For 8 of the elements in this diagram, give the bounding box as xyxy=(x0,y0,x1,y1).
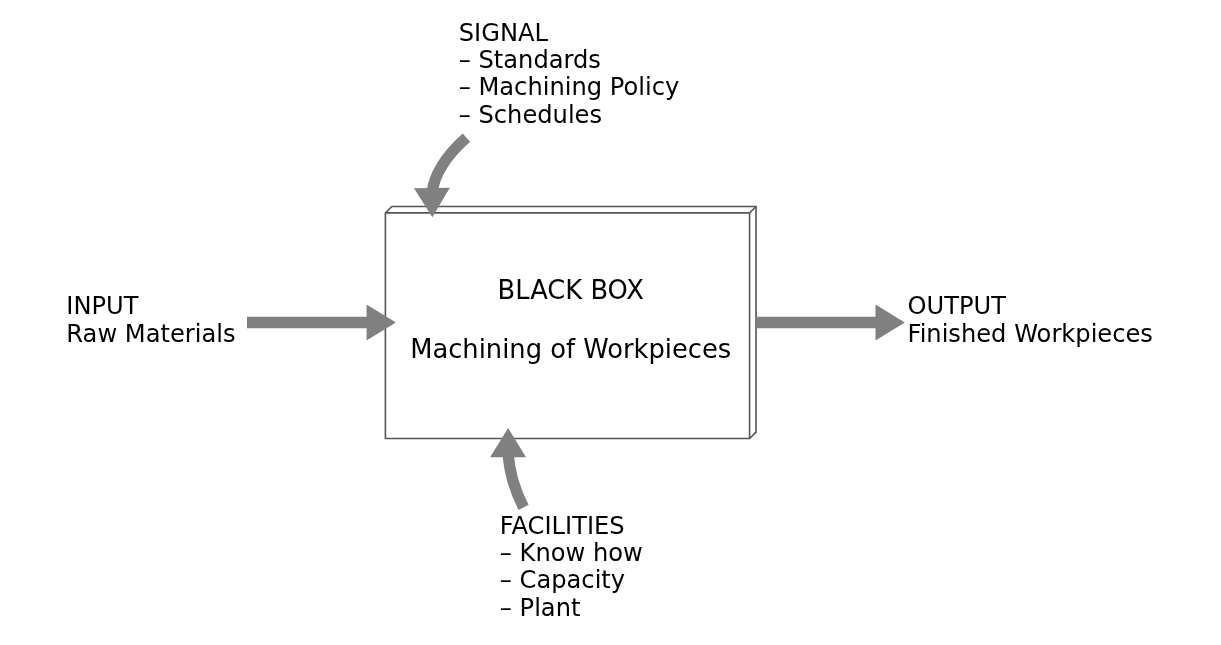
arrow xyxy=(756,304,905,341)
arrow xyxy=(489,428,529,510)
node-text: OUTPUT Finished Workpieces xyxy=(907,292,1153,348)
arrow xyxy=(413,133,470,218)
arrow xyxy=(246,304,396,341)
node-text: INPUT Raw Materials xyxy=(65,292,236,348)
node-text: FACILITIES – Know how – Capacity – Plant xyxy=(499,511,643,622)
node-text: SIGNAL – Standards – Machining Policy – Schedules xyxy=(458,18,679,129)
